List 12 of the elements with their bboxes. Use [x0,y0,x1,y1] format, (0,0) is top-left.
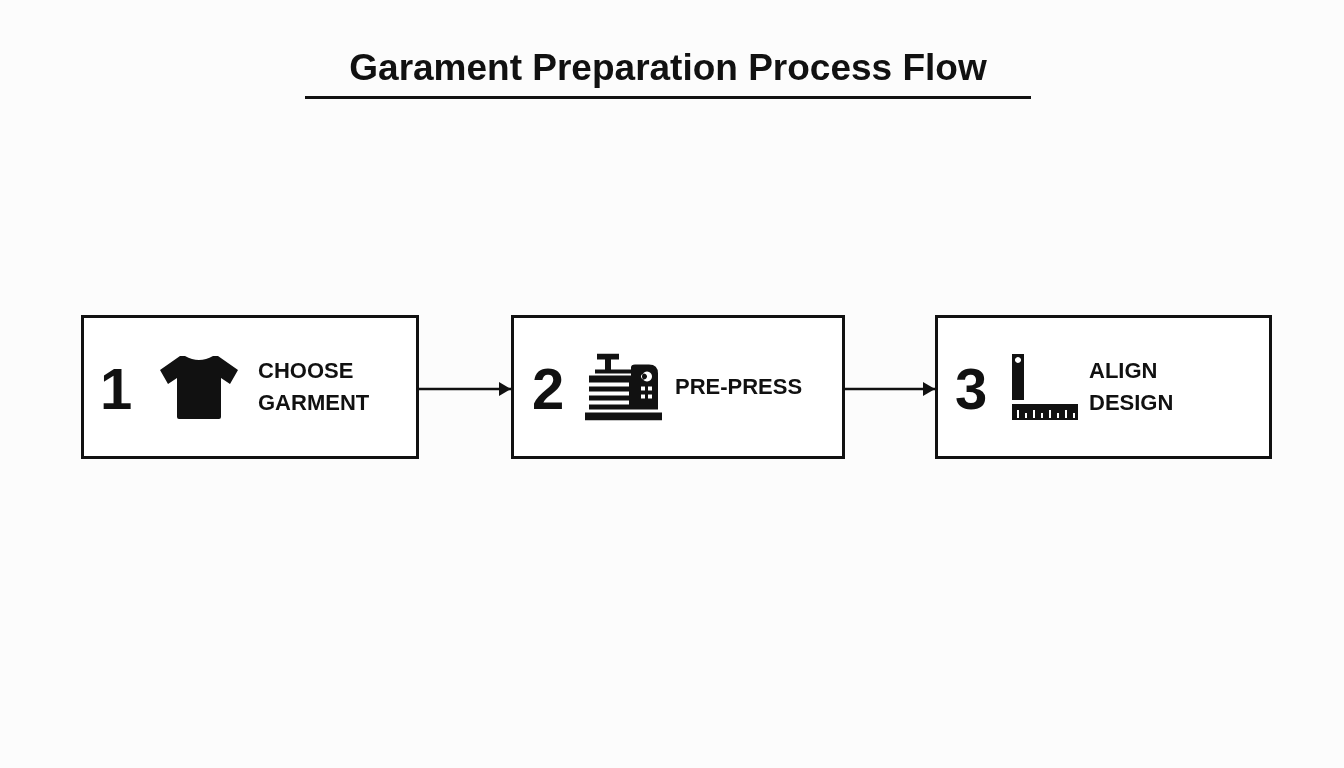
step-label: CHOOSE GARMENT [258,357,371,417]
process-box [935,315,1272,459]
arrow [845,382,935,396]
arrow [419,382,511,396]
step-number: 2 [532,360,565,419]
title: Garament Preparation Process Flow [305,46,1031,99]
step-label: PRE-PRESS [675,373,804,401]
process-box [81,315,419,459]
step-number: 1 [100,360,133,419]
step-number: 3 [955,360,988,419]
step-label: ALIGN DESIGN [1089,357,1175,417]
process-box [511,315,845,459]
